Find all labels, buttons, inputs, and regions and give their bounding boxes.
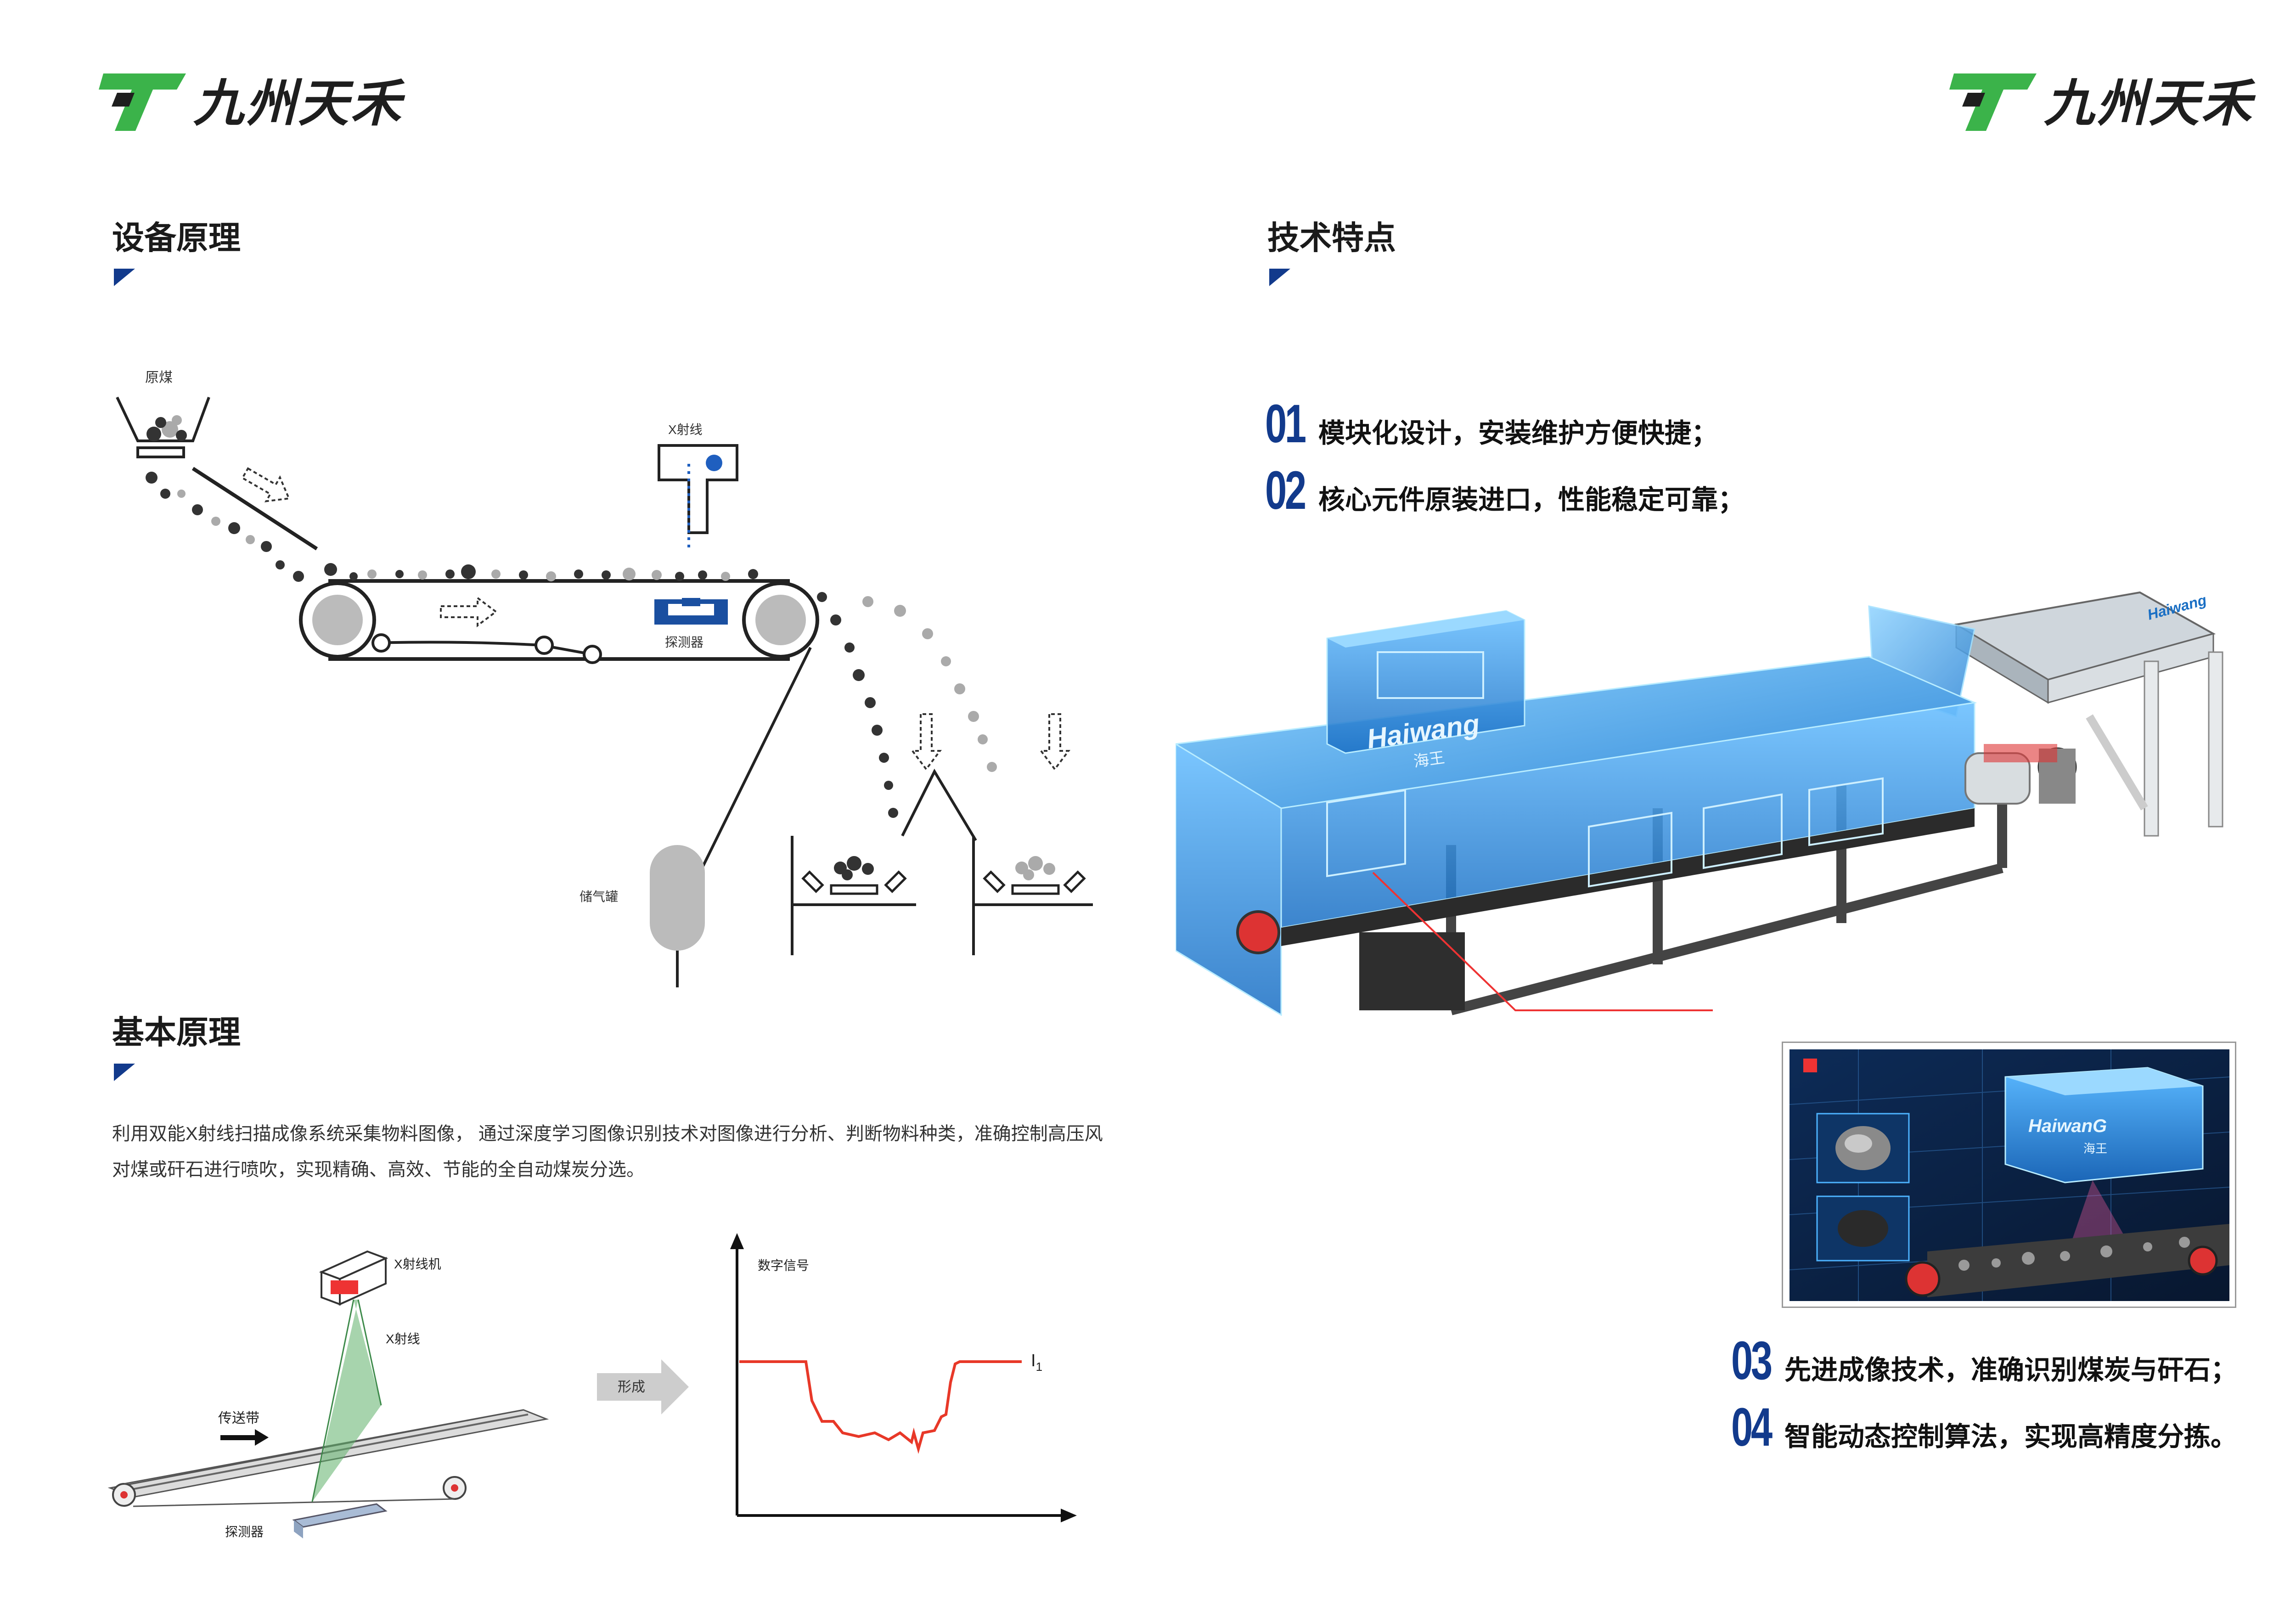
detector-box [654,598,728,625]
section-title-basic-principle: 基本原理 [112,1014,241,1050]
feature-text: 先进成像技术，准确识别煤炭与矸石； [1784,1355,2238,1385]
chute-coal-particles [146,472,304,582]
down-arrow-icon [1039,713,1070,771]
feature-item-04: 04 智能动态控制算法，实现高精度分拣。 [1731,1396,2237,1459]
title-marker-icon [114,269,135,286]
raw-coal-hopper [116,396,210,458]
feature-text: 模块化设计，安装维护方便快捷； [1318,418,1718,448]
label-xray-beam: X射线 [386,1332,420,1346]
flow-arrow-icon [440,596,498,627]
sorter-machine-illustration: Haiwang Haiwang 海王 [1176,591,2223,1016]
xray-machine [319,1250,388,1306]
xray-source [658,444,738,551]
inset-brand-label: HaiwanG [2028,1116,2107,1136]
label-detector: 探测器 [665,635,703,649]
brand-logo-right: 九州天禾 [1949,60,2253,138]
machine-cn-label: 海王 [1412,749,1446,771]
drive-motor [1964,744,2077,805]
label-raw-coal: 原煤 [145,370,173,385]
conveyor-belt [299,579,819,664]
label-conveyor: 传送带 [218,1411,259,1426]
gangue-bin [972,836,1093,955]
feature-number: 03 [1731,1330,1773,1391]
label-digital-signal: 数字信号 [758,1258,809,1273]
coal-bin [791,836,916,955]
principle-description: 利用双能X射线扫描成像系统采集物料图像， 通过深度学习图像识别技术对图像进行分析… [112,1124,1103,1180]
belt-coal-particles [324,563,758,581]
brand-logo-left: 九州天禾 [99,60,403,138]
feature-text: 核心元件原装进口，性能稳定可靠； [1318,485,1745,515]
main-body: Haiwang 海王 [1176,610,1977,1016]
brand-name: 九州天禾 [193,75,403,132]
section-title-tech-features: 技术特点 [1267,220,1396,256]
separated-particles [817,592,997,818]
label-gas-tank: 储气罐 [580,890,618,904]
feature-number: 01 [1265,394,1306,454]
label-xray: X射线 [668,423,703,437]
feature-item-03: 03 先进成像技术，准确识别煤炭与矸石； [1731,1330,2237,1392]
flow-arrow-icon [241,467,291,502]
label-xray-machine: X射线机 [394,1257,441,1271]
section-title-equipment-principle: 设备原理 [112,220,241,256]
brand-mark-icon [1949,73,2037,131]
feature-number: 02 [1265,460,1306,521]
brand-mark-icon [99,73,186,131]
title-marker-icon [114,1064,135,1081]
basic-principle-diagram: 传送带 探测器 X射线机 X射线 形成 数字信号 I1 [107,1233,1077,1538]
down-arrow-icon [911,713,942,771]
feature-text: 智能动态控制算法，实现高精度分拣。 [1784,1422,2238,1452]
label-i1: I1 [1031,1351,1042,1374]
inset-cn-label: 海王 [2083,1142,2107,1155]
feature-number: 04 [1731,1397,1773,1458]
brand-name: 九州天禾 [2044,75,2253,132]
feature-item-02: 02 核心元件原装进口，性能稳定可靠； [1265,459,1745,522]
gas-tank [650,845,705,951]
inset-detail-image: HaiwanG 海王 [1789,1049,2230,1301]
inset-detail-frame: HaiwanG 海王 [1782,1042,2236,1308]
equipment-principle-diagram: 原煤 [116,370,1093,987]
signal-chart [730,1233,1077,1522]
feature-item-01: 01 模块化设计，安装维护方便快捷； [1265,393,1718,455]
label-detector: 探测器 [225,1525,264,1538]
label-forms: 形成 [618,1380,645,1395]
forms-arrow-icon [597,1359,689,1414]
title-marker-icon [1269,269,1290,286]
conveyor-arrow-icon [220,1429,269,1446]
